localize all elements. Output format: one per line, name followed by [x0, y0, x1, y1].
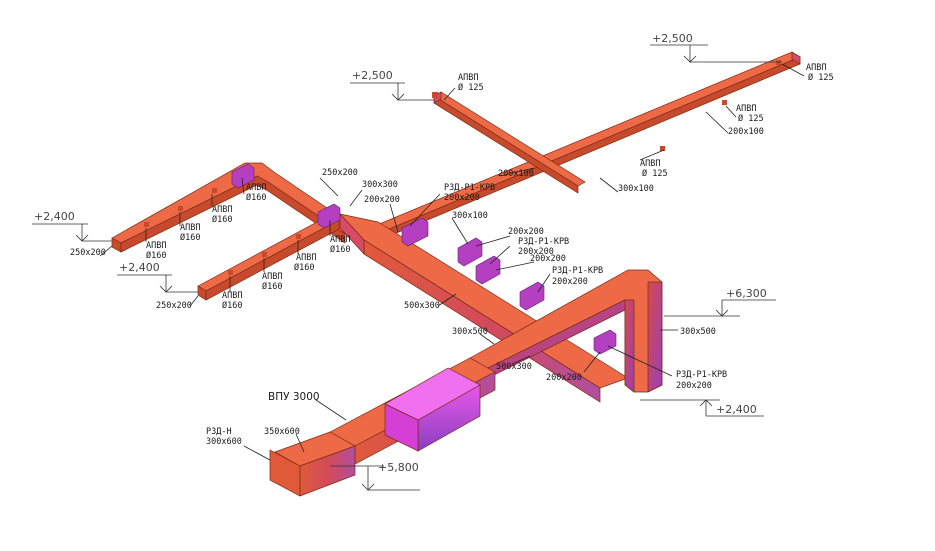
- label-500x300-b: 500x300: [496, 362, 532, 372]
- label-rzd1: РЗД-Р1-КРВ: [444, 183, 495, 193]
- level-marker-5: +6,300: [664, 287, 776, 317]
- label-300x100-b: 300x100: [452, 211, 488, 221]
- duct-branch-top-right: [359, 51, 801, 246]
- label-apvp-d: АПВП: [458, 73, 478, 83]
- label-apvp-i2: Ø160: [330, 244, 350, 255]
- label-300x100-a: 300x100: [618, 184, 654, 194]
- label-apvp-i: АПВП: [330, 235, 350, 245]
- label-apvp-e: АПВП: [246, 183, 266, 193]
- level-marker-1: +2,500: [650, 32, 782, 63]
- level-marker-2: +2,500: [350, 69, 434, 101]
- level-markers: +2,500 +2,500 +2,400 +2,400: [32, 32, 782, 491]
- label-apvp-h: АПВП: [146, 241, 166, 251]
- leader-lines: [99, 63, 805, 461]
- label-rzd3: РЗД-Р1-КРВ: [552, 266, 603, 276]
- label-250x200-l1: 250x200: [70, 248, 106, 258]
- label-200x100-b: 200x100: [498, 169, 534, 179]
- label-apvp-g2: Ø160: [180, 232, 200, 243]
- label-200x200-a: 200x200: [364, 195, 400, 205]
- label-250x200-l2: 250x200: [156, 301, 192, 311]
- label-rzd4-size: 200x200: [676, 381, 712, 391]
- level-label-2: +2,500: [352, 69, 393, 82]
- label-rzd1-size: 200x200: [444, 193, 480, 203]
- label-300x500-a: 300x500: [452, 327, 488, 337]
- duct-end-350x600: [269, 431, 356, 497]
- label-apvp-k2: Ø160: [262, 281, 282, 292]
- level-label-6: +2,400: [716, 403, 757, 416]
- label-apvp-l2: Ø160: [222, 300, 242, 311]
- label-200x100-a: 200x100: [728, 127, 764, 137]
- label-200x200-b: 200x200: [508, 227, 544, 237]
- level-label-5: +6,300: [726, 287, 767, 300]
- label-500x300-a: 500x300: [404, 301, 440, 311]
- level-label-7: +5,800: [378, 461, 419, 474]
- label-rzd2: РЗД-Р1-КРВ: [518, 237, 569, 247]
- label-apvp-d2: Ø 125: [458, 82, 484, 93]
- level-label-1: +2,500: [652, 32, 693, 45]
- label-apvp-b2: Ø 125: [738, 113, 764, 124]
- label-200x200-c: 200x200: [530, 254, 566, 264]
- vpu-unit: [384, 367, 481, 452]
- level-marker-3: +2,400: [32, 210, 112, 242]
- label-300x300: 300x300: [362, 180, 398, 190]
- duct-branch-left-bottom: [197, 214, 340, 301]
- label-apvp-c: АПВП: [640, 159, 660, 169]
- label-apvp-e2: Ø160: [246, 192, 266, 203]
- label-350x600: 350x600: [264, 427, 300, 437]
- level-label-4: +2,400: [119, 261, 160, 274]
- level-marker-4: +2,400: [117, 261, 198, 293]
- label-rzdn-size: 300x600: [206, 437, 242, 447]
- dampers: [144, 60, 781, 355]
- level-marker-6: +2,400: [640, 399, 764, 417]
- label-300x500-b: 300x500: [680, 327, 716, 337]
- label-apvp-c2: Ø 125: [642, 168, 668, 179]
- label-rzd4: РЗД-Р1-КРВ: [676, 370, 727, 380]
- label-rzd3-size: 200x200: [552, 277, 588, 287]
- dimension-labels: АПВП Ø 125 АПВП Ø 125 200x100 АПВП Ø 125…: [70, 63, 834, 447]
- label-rzdn: РЗД-Н: [206, 427, 232, 437]
- label-apvp-f: АПВП: [212, 205, 232, 215]
- label-rzd2-size: 200x200: [518, 247, 554, 257]
- label-apvp-a2: Ø 125: [808, 72, 834, 83]
- label-apvp-j: АПВП: [296, 253, 316, 263]
- label-apvp-k: АПВП: [262, 272, 282, 282]
- level-marker-7: +5,800: [330, 461, 420, 491]
- label-vpu: ВПУ 3000: [268, 391, 320, 403]
- duct-network: [111, 51, 801, 497]
- level-label-3: +2,400: [34, 210, 75, 223]
- label-apvp-h2: Ø160: [146, 250, 166, 261]
- label-250x200-top: 250x200: [322, 168, 358, 178]
- label-apvp-b: АПВП: [736, 104, 756, 114]
- label-apvp-a: АПВП: [806, 63, 826, 73]
- label-apvp-g: АПВП: [180, 223, 200, 233]
- label-apvp-l: АПВП: [222, 291, 242, 301]
- label-apvp-f2: Ø160: [212, 214, 232, 225]
- label-200x200-d: 200x200: [546, 373, 582, 383]
- label-apvp-j2: Ø160: [294, 262, 314, 273]
